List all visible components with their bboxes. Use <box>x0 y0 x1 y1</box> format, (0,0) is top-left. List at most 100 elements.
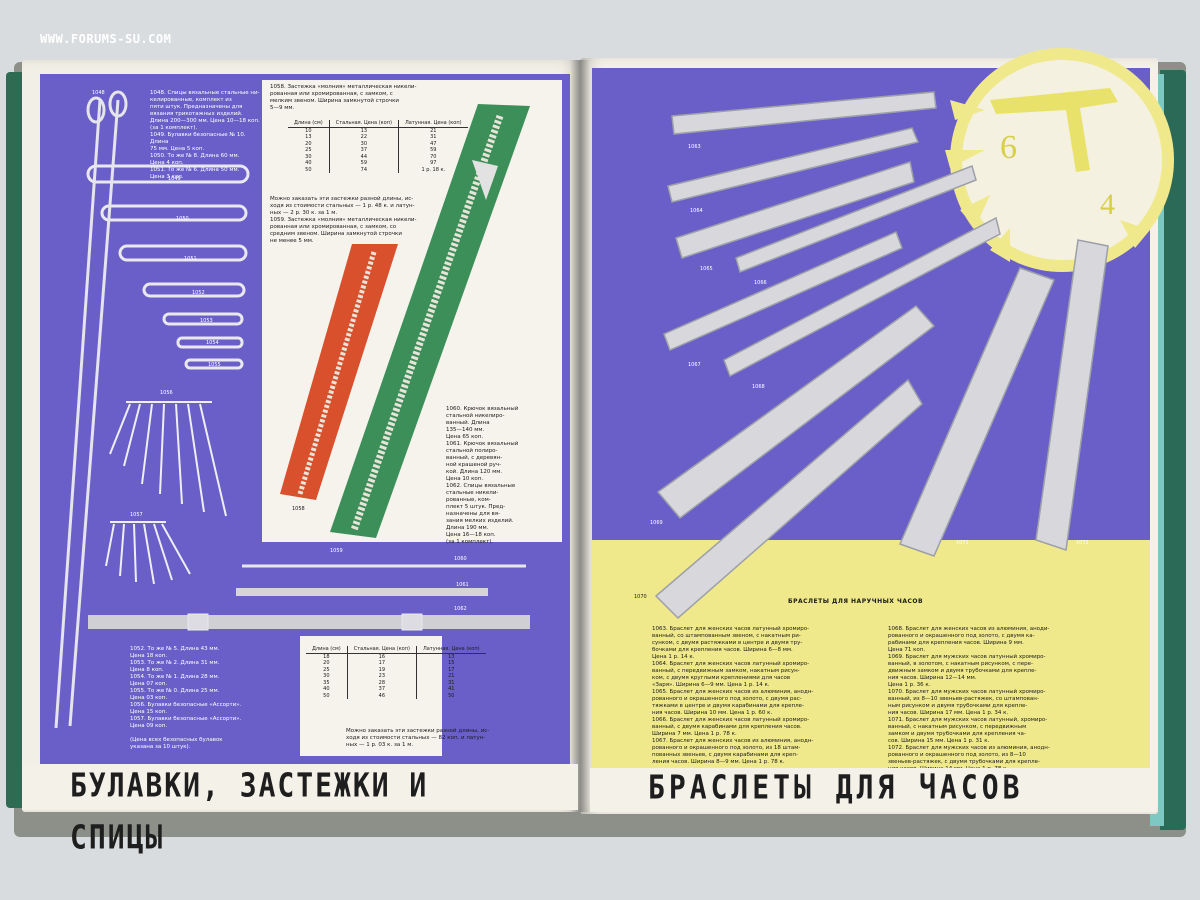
zipper-table-cell: 20 <box>305 140 312 147</box>
bottom-table-cell: 19 <box>346 666 417 673</box>
clock-digit-four: 4 <box>1100 188 1115 221</box>
zipper-table-cell: 30 <box>328 140 399 147</box>
zipper-table-cell: 22 <box>328 134 399 141</box>
bottom-table-header-1: Стальная. Цена (коп) <box>346 646 417 654</box>
item-number-1070: 1070 <box>634 594 647 600</box>
zipper-table-cell: 30 <box>305 153 312 160</box>
clock-illustration <box>945 48 1174 272</box>
pin-clusters <box>105 401 227 585</box>
bottom-table-cell: 31 <box>415 679 486 686</box>
zipper-table-header-0: Длина (см) <box>288 120 330 128</box>
item-number-1069: 1069 <box>650 520 663 526</box>
zipper-table-cell: 74 <box>328 166 399 173</box>
item-number-1064: 1064 <box>690 208 703 214</box>
item-number-1067: 1067 <box>688 362 701 368</box>
zipper-table-header-2: Латунная. Цена (коп) <box>397 120 468 128</box>
zipper-table-cell: 1 р. 18 к. <box>397 166 468 173</box>
safety-pins <box>86 164 250 370</box>
bottom-table-cell: 15 <box>415 660 486 667</box>
bracelets-caption: БРАСЛЕТЫ ДЛЯ НАРУЧНЫХ ЧАСОВ <box>788 598 924 605</box>
bottom-table-cell: 13 <box>415 653 486 660</box>
bracelets-description-col2: 1068. Браслет для женских часов из алюми… <box>888 626 1050 772</box>
zipper-table-header-1: Стальная. Цена (коп) <box>328 120 399 128</box>
zipper-table-cell: 10 <box>305 127 312 134</box>
item-number-1049: 1049 <box>168 176 181 182</box>
bottom-table-header-0: Длина (см) <box>306 646 348 654</box>
left-page-heading: БУЛАВКИ, ЗАСТЕЖКИ И СПИЦЫ <box>70 765 429 857</box>
item-number-1052: 1052 <box>192 290 205 296</box>
bottom-table-cell: 50 <box>415 692 486 699</box>
zipper-table-cell: 13 <box>328 127 399 134</box>
bottom-table-cell: 40 <box>323 686 330 692</box>
bottom-table-cell: 17 <box>346 660 417 667</box>
item-number-1066: 1066 <box>754 280 767 286</box>
right-page-heading: БРАСЛЕТЫ ДЛЯ ЧАСОВ <box>648 767 1024 807</box>
bottom-table-cell: 46 <box>346 692 417 699</box>
bottom-table-cell: 41 <box>415 686 486 693</box>
item-number-1072: 1072 <box>1076 540 1089 546</box>
item-number-1060: 1060 <box>454 556 467 562</box>
bottom-table-cell: 37 <box>346 686 417 693</box>
bottom-table-cell: 20 <box>323 660 330 666</box>
zipper-table-cell: 47 <box>397 140 468 147</box>
item-number-1063: 1063 <box>688 144 701 150</box>
zipper-description-2: Можно заказать эти застежки разной длины… <box>270 196 417 244</box>
item-number-1057: 1057 <box>130 512 143 518</box>
crochet-hook-description: 1060. Крючок вязальный стальной никелиро… <box>446 406 519 545</box>
bottom-table-header-2: Латунная. Цена (коп) <box>415 646 486 654</box>
item-number-1054: 1054 <box>206 340 219 346</box>
zipper-green <box>330 104 530 538</box>
zipper-table-cell: 31 <box>397 134 468 141</box>
bottom-table-cell: 35 <box>323 679 330 686</box>
left-heading-band <box>22 764 578 810</box>
item-number-1059: 1059 <box>330 548 343 554</box>
watch-bracelets <box>654 91 1109 620</box>
bottom-table-cell: 23 <box>346 673 417 680</box>
bottom-table-cell: 25 <box>323 666 330 673</box>
bottom-table-cell: 21 <box>415 673 486 680</box>
item-number-1061: 1061 <box>456 582 469 588</box>
zipper-table-cell: 59 <box>397 147 468 154</box>
zipper-price-table: Длина (см)Стальная. Цена (коп)Латунная. … <box>288 120 468 173</box>
knitting-needles <box>54 90 128 729</box>
item-number-1071: 1071 <box>956 540 969 546</box>
zipper-red <box>280 244 398 500</box>
pins-description-bottom: 1052. То же № 5. Длина 43 мм. Цена 18 ко… <box>130 646 242 750</box>
zipper-table-cell: 13 <box>305 134 312 140</box>
item-number-1062: 1062 <box>454 606 467 612</box>
book-gutter <box>570 60 590 812</box>
item-number-1055: 1055 <box>208 362 221 368</box>
zipper-table-cell: 21 <box>397 127 468 134</box>
zipper-table-cell: 50 <box>305 166 312 173</box>
item-number-1056: 1056 <box>160 390 173 396</box>
item-number-1048: 1048 <box>92 90 105 96</box>
pins-description-top: 1048. Спицы вязальные стальные ни- келир… <box>150 90 260 180</box>
bracelets-description-col1: 1063. Браслет для женских часов латунный… <box>652 626 814 765</box>
item-number-1068: 1068 <box>752 384 765 390</box>
item-number-1065: 1065 <box>700 266 713 272</box>
zipper-description-1: 1058. Застежка «молния» металлическая ни… <box>270 84 417 111</box>
bottom-table-cell: 18 <box>323 653 330 660</box>
bottom-price-note: Можно заказать эти застежки разной длины… <box>346 728 490 748</box>
clock-digit-six: 6 <box>1000 129 1017 166</box>
watermark-text: WWW.FORUMS-SU.COM <box>40 32 172 46</box>
bottom-price-table: Длина (см)Стальная. Цена (коп)Латунная. … <box>306 646 486 699</box>
bottom-table-cell: 50 <box>323 692 330 699</box>
bottom-table-cell: 16 <box>346 653 417 660</box>
item-number-1058: 1058 <box>292 506 305 512</box>
item-number-1051: 1051 <box>184 256 197 262</box>
